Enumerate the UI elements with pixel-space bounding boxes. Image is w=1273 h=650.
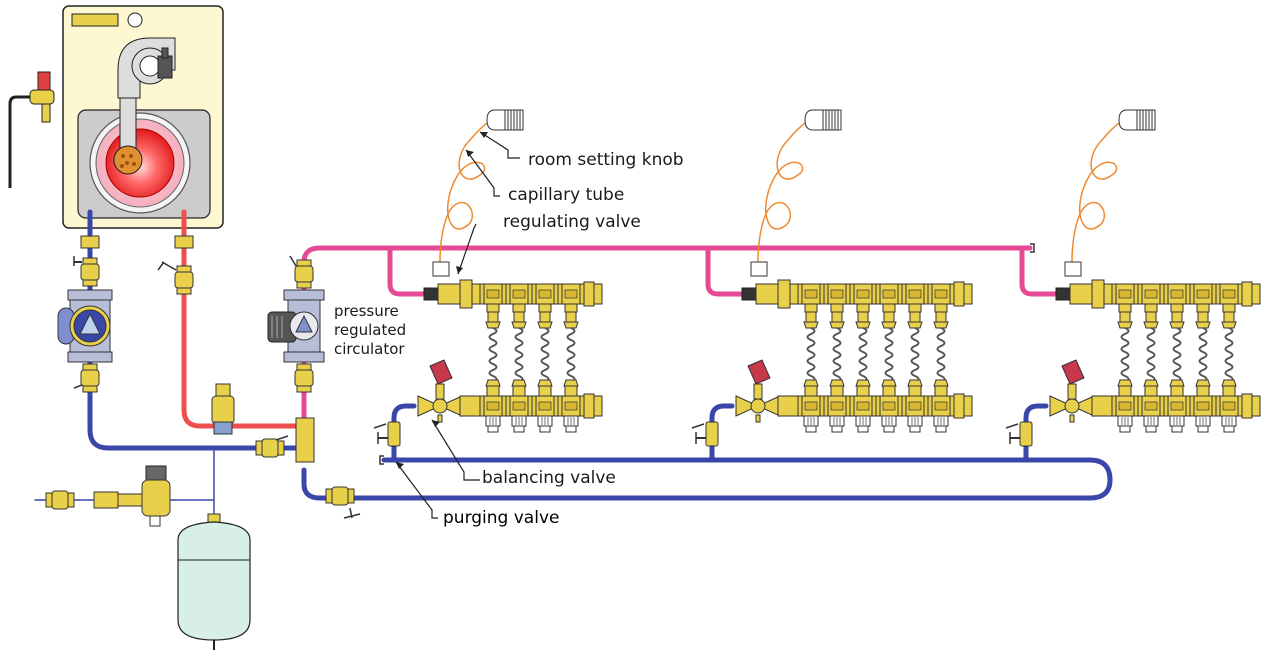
manifolds — [373, 279, 1261, 447]
circulator-label-line-2: regulated — [334, 321, 407, 339]
leader-arrows — [396, 132, 488, 469]
room-setting-knob-label: room setting knob — [528, 150, 684, 170]
pressure-regulated-circulator — [267, 255, 325, 393]
leader-lines — [395, 131, 520, 519]
air-vent — [211, 383, 235, 435]
boiler-return-group — [57, 235, 113, 393]
balancing-valve-label: balancing valve — [482, 468, 616, 488]
circulator-label-line-3: circulator — [334, 340, 405, 358]
manifold-assembly — [691, 279, 973, 447]
capillary-tube-label: capillary tube — [508, 185, 625, 205]
boiler — [8, 5, 224, 229]
circulator-label: pressure regulated circulator — [334, 302, 406, 359]
makeup-water-group — [45, 465, 171, 527]
circulator-label-line-1: pressure — [334, 302, 399, 320]
boiler-supply-group — [157, 235, 194, 295]
regulating-valves — [432, 261, 1082, 277]
purging-valve-label: purging valve — [443, 508, 560, 528]
manifold-assembly — [373, 279, 603, 447]
regulating-valve-label: regulating valve — [503, 212, 641, 232]
manifold-assembly — [1005, 279, 1261, 447]
tee-fitting — [255, 417, 315, 463]
expansion-tank — [177, 513, 251, 641]
main-purge-valve — [325, 486, 361, 519]
pipe-caps — [379, 243, 1035, 465]
thermostatic-heads — [439, 119, 1125, 263]
room-setting-knobs — [486, 109, 1156, 131]
